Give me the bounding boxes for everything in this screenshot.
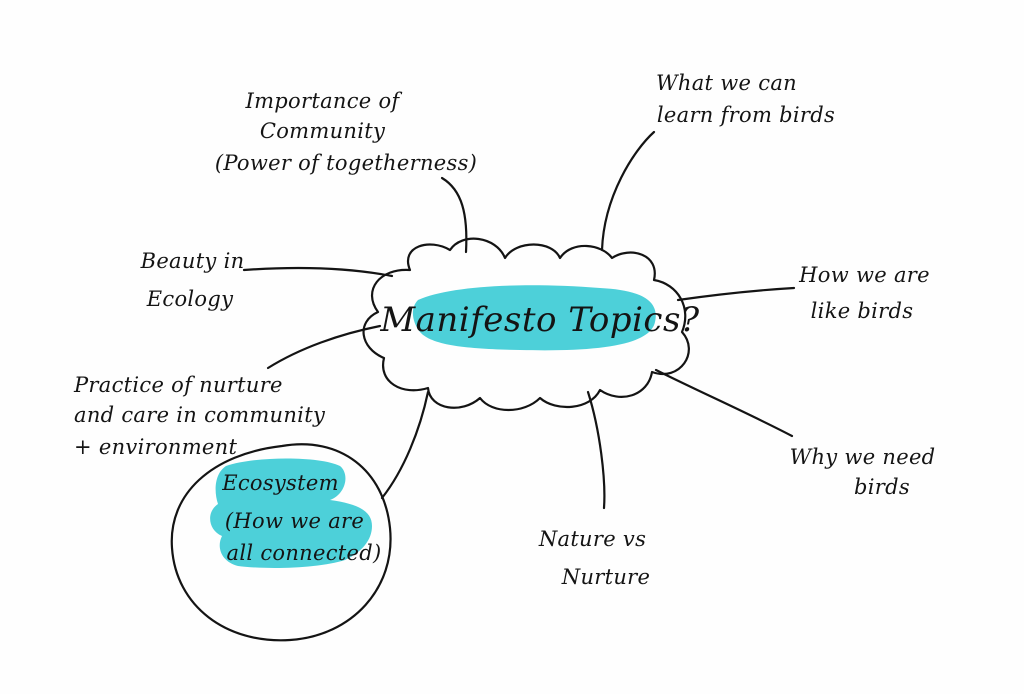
topic-nurture-care: Practice of nurture and care in communit… xyxy=(73,373,332,459)
connector-nature-vs xyxy=(586,390,606,510)
topic-beauty-ecology: Beauty in Ecology xyxy=(140,249,252,311)
connector-community xyxy=(440,176,468,254)
center-title: Manifesto Topics? xyxy=(379,300,700,340)
ecosystem-circle xyxy=(170,443,392,642)
center-cloud xyxy=(362,237,690,411)
topic-ecosystem: Ecosystem (How we are all connected) xyxy=(221,471,381,565)
connector-nurture xyxy=(266,324,382,370)
topic-community: Importance of Community (Power of togeth… xyxy=(215,89,477,175)
topic-like-birds: How we are like birds xyxy=(798,263,937,323)
connector-learn-birds xyxy=(600,130,656,252)
topic-need-birds: Why we need birds xyxy=(790,445,943,499)
ecosystem-highlight xyxy=(210,458,372,568)
connector-beauty xyxy=(242,266,394,278)
connector-need-birds xyxy=(654,368,794,438)
center-highlight xyxy=(412,285,656,351)
topic-nature-vs-nurture: Nature vs Nurture xyxy=(538,527,653,589)
connector-like-birds xyxy=(676,286,796,302)
connector-ecosystem xyxy=(380,390,430,500)
topic-learn-from-birds: What we can learn from birds xyxy=(656,71,835,127)
